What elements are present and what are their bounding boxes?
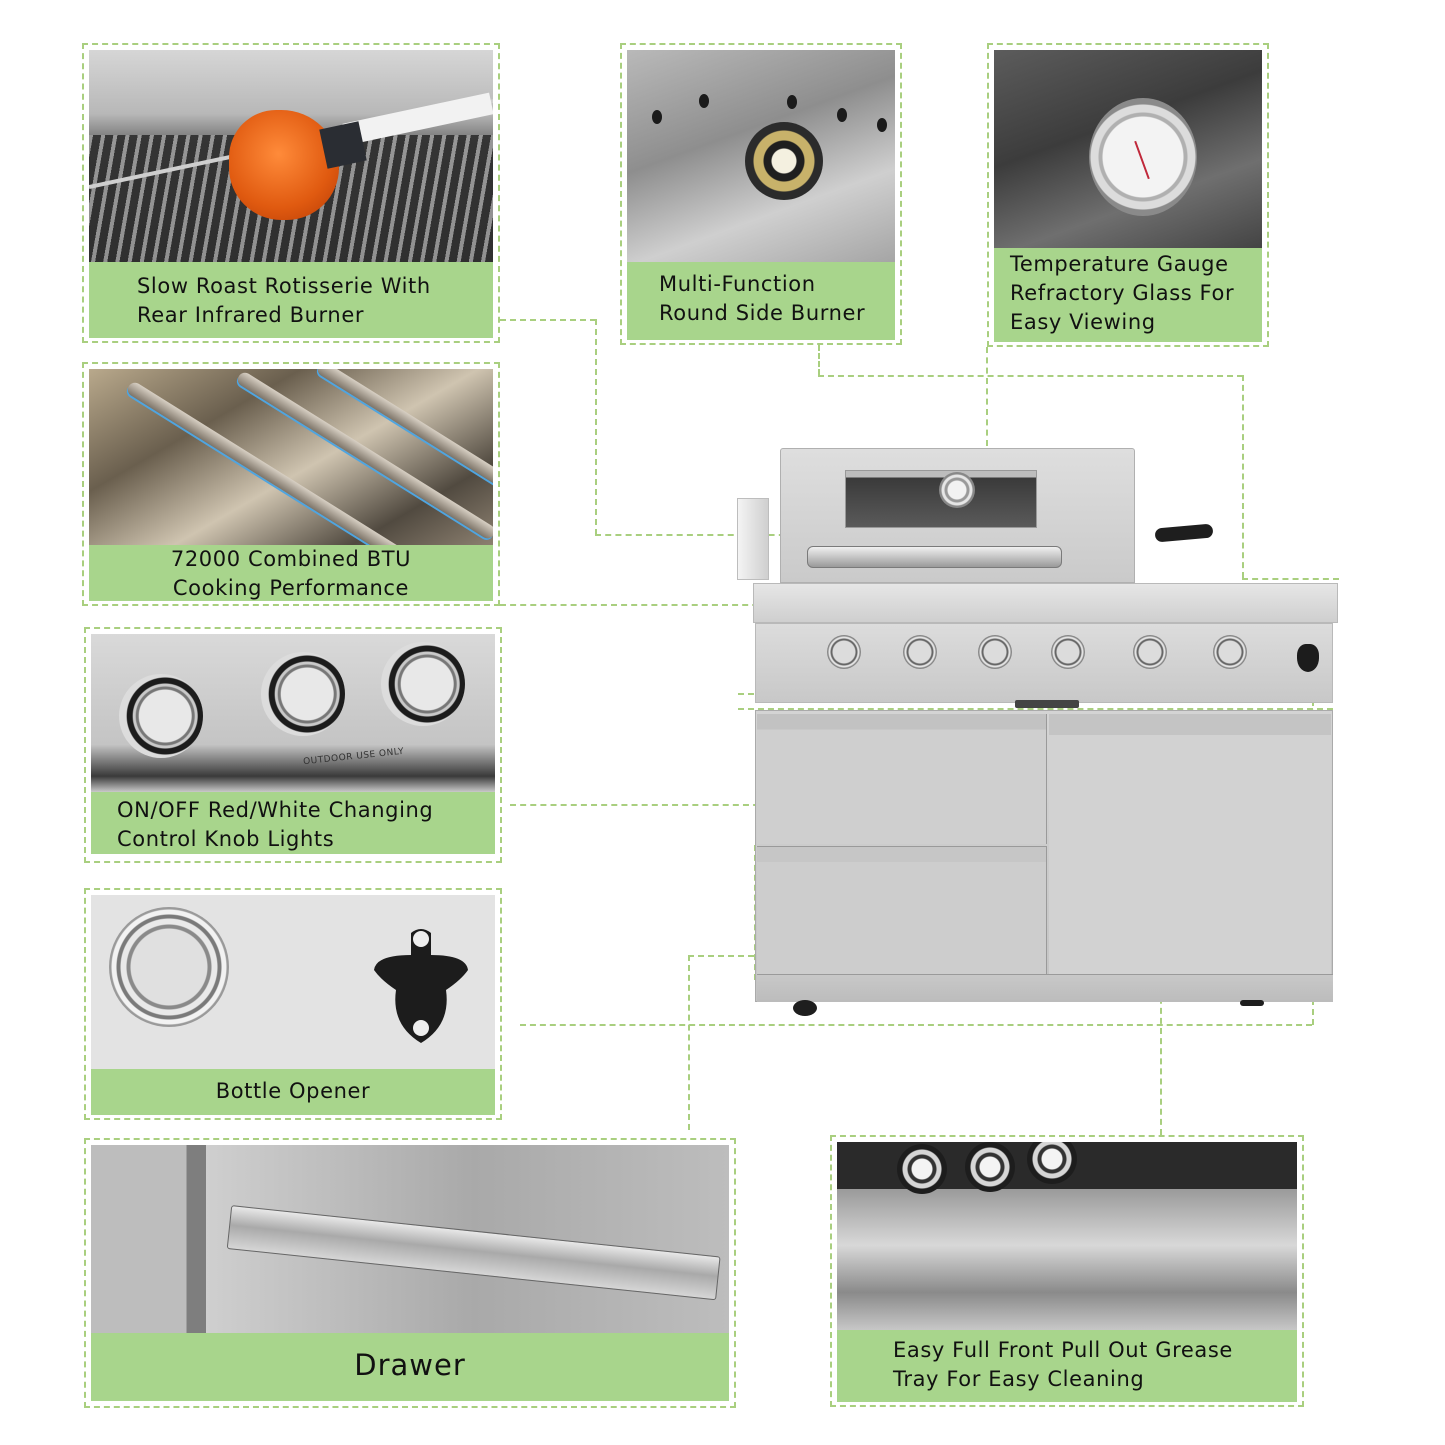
bottle-opener-icon [374, 929, 468, 1043]
caster-wheel-icon [1240, 1000, 1264, 1006]
caption-line: Rear Infrared Burner [137, 303, 365, 327]
upper-drawer[interactable] [757, 714, 1047, 844]
caption-line: Drawer [354, 1348, 466, 1382]
bottle-opener-icon [1297, 644, 1319, 672]
rotisserie-handle-icon [1154, 523, 1214, 543]
control-knob-icon [1027, 1142, 1077, 1184]
control-knob[interactable] [827, 635, 861, 669]
control-knob-icon [381, 642, 465, 726]
caption-line: Temperature Gauge [1010, 252, 1229, 276]
grill-product-image [735, 448, 1345, 1023]
feature-card-knob-lights: OUTDOOR USE ONLY ON/OFF Red/White Changi… [84, 627, 502, 863]
feature-card-grease-tray: Easy Full Front Pull Out Grease Tray For… [830, 1135, 1304, 1407]
caption-line: Multi-Function [659, 272, 816, 296]
control-knob-icon [119, 674, 203, 758]
caster-wheel-icon [793, 1000, 817, 1016]
thermometer-icon [1089, 98, 1197, 216]
feature-card-btu: 72000 Combined BTU Cooking Performance [82, 362, 500, 606]
control-knob[interactable] [1213, 635, 1247, 669]
feature-caption: Drawer [91, 1333, 729, 1401]
thermometer-icon [939, 472, 975, 508]
feature-caption: Bottle Opener [91, 1069, 495, 1115]
bottle-opener-photo [91, 895, 495, 1069]
grease-tray-photo [837, 1142, 1297, 1330]
side-burner-photo [627, 50, 895, 262]
feature-caption: 72000 Combined BTU Cooking Performance [89, 545, 493, 601]
control-knob[interactable] [903, 635, 937, 669]
feature-caption: ON/OFF Red/White Changing Control Knob L… [91, 792, 495, 854]
caption-line: Round Side Burner [659, 301, 866, 325]
feature-caption: Temperature Gauge Refractory Glass For E… [994, 248, 1262, 342]
control-knobs-photo: OUTDOOR USE ONLY [91, 634, 495, 792]
knob-icon [109, 907, 229, 1027]
rotisserie-photo [89, 50, 493, 262]
drawer-rail-icon [226, 1205, 721, 1301]
temp-gauge-photo [994, 50, 1262, 248]
control-knob[interactable] [978, 635, 1012, 669]
caption-line: Cooking Performance [172, 576, 410, 600]
caption-line: Refractory Glass For [1010, 281, 1235, 305]
control-knob[interactable] [1133, 635, 1167, 669]
caption-line: Control Knob Lights [117, 827, 335, 851]
feature-caption: Multi-Function Round Side Burner [627, 262, 895, 340]
caption-line: ON/OFF Red/White Changing [117, 798, 434, 822]
grill-countertop [753, 583, 1338, 623]
control-knob-icon [261, 652, 345, 736]
panel-label: OUTDOOR USE ONLY [302, 746, 405, 768]
rotisserie-motor-icon [737, 498, 769, 580]
burner-icon [745, 122, 823, 200]
control-knob-icon [965, 1142, 1015, 1192]
control-knob[interactable] [1051, 635, 1085, 669]
caption-line: Bottle Opener [215, 1079, 371, 1103]
feature-caption: Slow Roast Rotisserie With Rear Infrared… [89, 262, 493, 338]
feature-card-temp-gauge: Temperature Gauge Refractory Glass For E… [987, 43, 1269, 347]
cabinet-base [757, 974, 1333, 1002]
grease-tray-handle[interactable] [1015, 700, 1079, 708]
lower-drawer[interactable] [757, 846, 1047, 974]
feature-card-drawer: Drawer [84, 1138, 736, 1408]
cabinet-door[interactable] [1049, 714, 1331, 974]
caption-line: Tray For Easy Cleaning [893, 1367, 1145, 1391]
burner-tubes-photo [89, 369, 493, 545]
drawer-slide-photo [91, 1145, 729, 1333]
feature-card-rotisserie: Slow Roast Rotisserie With Rear Infrared… [82, 43, 500, 343]
caption-line: Slow Roast Rotisserie With [137, 274, 431, 298]
feature-card-bottle-opener: Bottle Opener [84, 888, 502, 1120]
chicken-icon [229, 110, 339, 220]
hood-handle[interactable] [807, 546, 1062, 568]
caption-line: Easy Full Front Pull Out Grease [893, 1338, 1233, 1362]
caption-line: Easy Viewing [1010, 310, 1156, 334]
control-knob-icon [897, 1144, 947, 1194]
caption-line: 72000 Combined BTU [170, 547, 412, 571]
feature-caption: Easy Full Front Pull Out Grease Tray For… [837, 1330, 1297, 1402]
feature-card-side-burner: Multi-Function Round Side Burner [620, 43, 902, 345]
